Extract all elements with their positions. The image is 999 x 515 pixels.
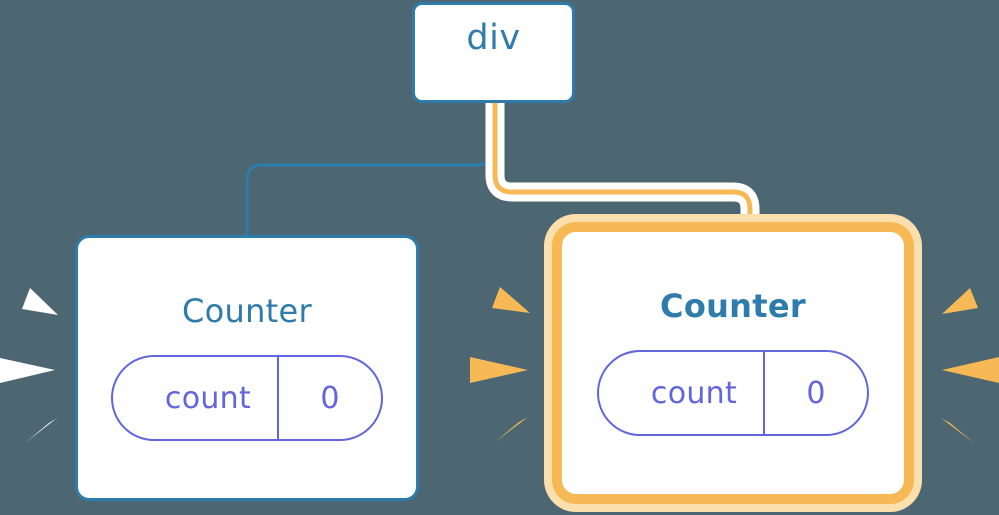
state-key-left: count [164,380,252,416]
state-key-right: count [650,375,738,411]
sparkle-icon [941,418,974,443]
state-value-left: 0 [277,357,381,439]
edge-div-to-right-counter [492,103,753,240]
node-counter-right-title: Counter [660,287,806,325]
state-capsule-left[interactable]: count 0 [110,355,384,441]
node-div-label: div [466,18,521,58]
sparkle-icon [492,287,530,313]
sparkle-icon [495,417,528,442]
sparkle-icon [0,358,55,383]
sparkle-icon [470,357,528,383]
node-counter-right[interactable]: Counter count 0 [552,222,914,504]
node-counter-left-title: Counter [182,292,312,330]
node-div[interactable]: div [412,2,575,103]
state-capsule-right[interactable]: count 0 [596,350,870,436]
state-value-right: 0 [763,352,867,434]
node-counter-left[interactable]: Counter count 0 [75,235,419,501]
sparkle-icon [942,357,999,383]
sparkle-icon [25,418,57,443]
sparkle-icon [942,288,978,314]
sparkle-icon [22,288,58,315]
